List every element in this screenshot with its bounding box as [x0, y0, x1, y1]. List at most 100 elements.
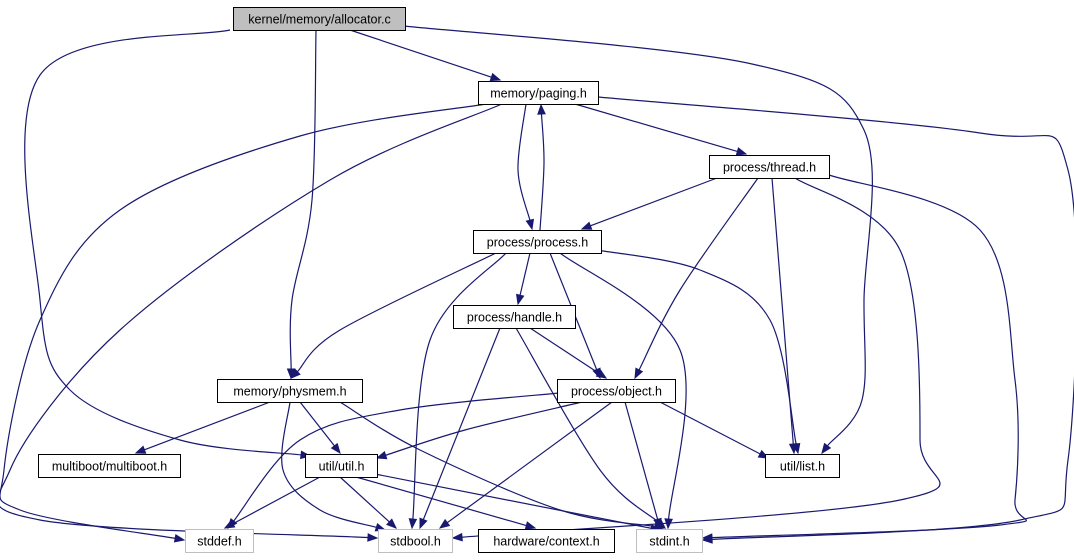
- arrowhead-icon: [386, 518, 397, 529]
- arrowhead-icon: [134, 445, 147, 454]
- edge-object-to-list: [659, 401, 770, 459]
- arrowhead-icon: [735, 147, 748, 156]
- edge-process-to-paging: [537, 103, 546, 231]
- edge-line: [539, 113, 545, 231]
- node-label: util/util.h: [319, 460, 365, 474]
- edge-line: [289, 29, 317, 370]
- edge-object-to-util: [375, 401, 583, 460]
- node-box: [233, 7, 406, 31]
- edge-util-to-context: [355, 476, 537, 530]
- edge-line: [232, 476, 321, 525]
- node-thread[interactable]: process/thread.h: [709, 155, 830, 179]
- node-box: [38, 454, 181, 478]
- edge-line: [296, 252, 497, 373]
- node-label: memory/paging.h: [490, 87, 587, 101]
- edge-process-to-physmem: [290, 252, 497, 379]
- node-label: util/list.h: [780, 460, 825, 474]
- arrowhead-icon: [375, 450, 388, 460]
- edge-process-to-handle: [515, 252, 531, 306]
- edge-paging-to-thread: [574, 103, 748, 156]
- edge-handle-to-stdbool: [419, 327, 501, 530]
- node-box: [765, 454, 840, 478]
- edge-process-to-stdbool: [408, 252, 507, 530]
- node-label: hardware/context.h: [493, 535, 599, 549]
- edge-line: [233, 391, 571, 522]
- node-physmem[interactable]: memory/physmem.h: [217, 379, 363, 403]
- edge-line: [422, 327, 501, 520]
- edge-physmem-to-multiboot: [134, 401, 271, 454]
- arrowhead-icon: [537, 103, 546, 115]
- edge-line: [412, 252, 507, 520]
- node-box: [557, 379, 676, 403]
- node-label: process/process.h: [487, 236, 588, 250]
- edge-paging-to-stdbool: [0, 103, 503, 542]
- edge-line: [339, 476, 390, 523]
- edge-line: [374, 473, 652, 529]
- edge-line: [339, 401, 656, 528]
- edge-line: [515, 327, 659, 523]
- edge-handle-to-stdint: [515, 327, 666, 529]
- node-allocator[interactable]: kernel/memory/allocator.c: [233, 7, 406, 31]
- edge-line: [559, 252, 687, 520]
- node-paging[interactable]: memory/paging.h: [478, 81, 599, 105]
- edge-line: [299, 401, 335, 447]
- edge-handle-to-object: [529, 327, 608, 379]
- arrowhead-icon: [173, 533, 186, 543]
- edge-line: [711, 174, 1027, 539]
- edge-line: [597, 96, 1074, 541]
- edge-line: [590, 177, 718, 227]
- node-multiboot[interactable]: multiboot/multiboot.h: [38, 454, 181, 478]
- edge-line: [517, 103, 531, 221]
- edge-paging-to-process: [517, 103, 535, 231]
- edge-object-to-stdint: [624, 401, 662, 530]
- edge-line: [355, 476, 527, 527]
- node-label: process/object.h: [571, 385, 662, 399]
- edge-util-to-stdbool: [339, 476, 397, 529]
- arrowhead-icon: [821, 442, 832, 455]
- arrowhead-icon: [634, 367, 644, 380]
- node-box: [217, 379, 363, 403]
- edge-line: [529, 327, 599, 374]
- arrowhead-icon: [408, 518, 418, 530]
- node-context[interactable]: hardware/context.h: [478, 529, 615, 553]
- edge-thread-to-stdbool: [451, 177, 941, 542]
- arrowhead-icon: [419, 517, 428, 530]
- edge-line: [349, 29, 492, 78]
- edge-thread-to-process: [580, 177, 718, 230]
- edge-line: [0, 103, 503, 539]
- node-util[interactable]: util/util.h: [305, 454, 378, 478]
- node-label: stddef.h: [197, 535, 242, 549]
- edge-line: [24, 29, 302, 456]
- node-process[interactable]: process/process.h: [473, 230, 602, 254]
- nodes-layer: kernel/memory/allocator.c memory/paging.h…: [38, 7, 840, 553]
- node-stdbool[interactable]: stdbool.h: [378, 529, 453, 553]
- node-stdint[interactable]: stdint.h: [636, 529, 703, 553]
- edge-line: [638, 177, 759, 371]
- node-stddef[interactable]: stddef.h: [185, 529, 254, 553]
- arrowhead-icon: [788, 443, 798, 455]
- edge-line: [403, 25, 873, 447]
- edge-line: [624, 401, 659, 520]
- node-list[interactable]: util/list.h: [765, 454, 840, 478]
- arrowhead-icon: [438, 518, 451, 529]
- edge-line: [574, 103, 738, 153]
- edge-line: [385, 401, 583, 456]
- edges-layer: [0, 25, 1074, 544]
- arrowhead-icon: [451, 532, 463, 542]
- node-box: [709, 155, 830, 179]
- edge-allocator-to-paging: [349, 29, 502, 82]
- edge-allocator-to-list: [403, 25, 873, 455]
- node-handle[interactable]: process/handle.h: [453, 305, 576, 329]
- arrowhead-icon: [525, 218, 535, 231]
- edge-object-to-stdbool: [438, 401, 613, 529]
- arrowhead-icon: [595, 369, 608, 379]
- edge-line: [659, 401, 761, 455]
- node-box: [473, 230, 602, 254]
- arrowhead-icon: [653, 517, 662, 530]
- edge-line: [596, 249, 797, 445]
- edge-line: [0, 103, 487, 539]
- edge-line: [771, 177, 794, 445]
- node-object[interactable]: process/object.h: [557, 379, 676, 403]
- edge-thread-to-object: [634, 177, 759, 380]
